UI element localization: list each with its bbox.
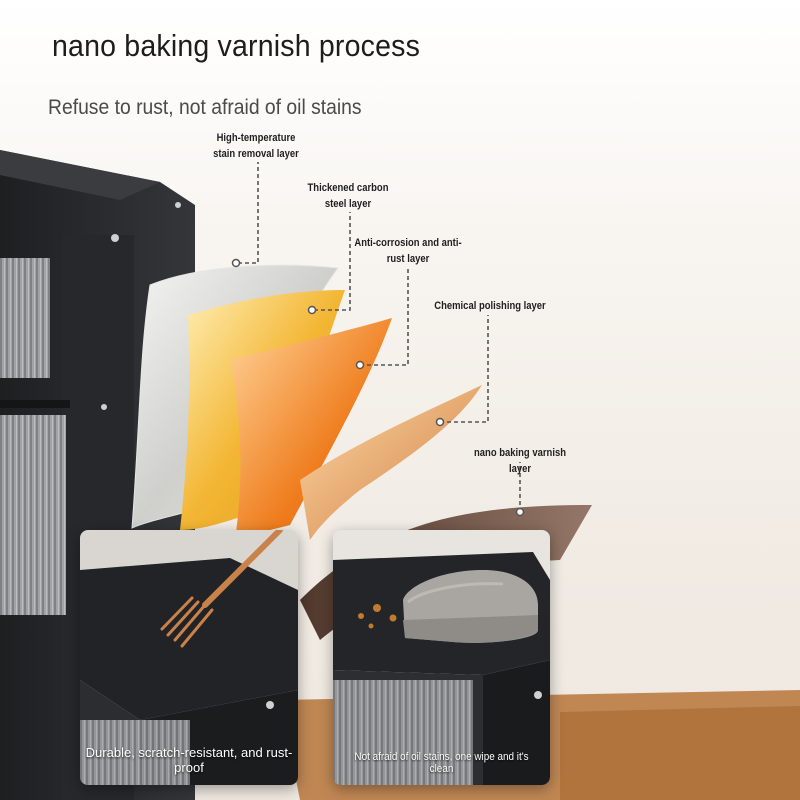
layer-sheet-orange	[230, 318, 392, 540]
callout-lines	[238, 162, 521, 512]
feature-card-oil-stain: Not afraid of oil stains, one wipe and i…	[333, 530, 550, 785]
card-caption-oil: Not afraid of oil stains, one wipe and i…	[354, 751, 529, 775]
callout-polishing-layer: Chemical polishing layer	[434, 300, 546, 312]
card-caption-scratch: Durable, scratch-resistant, and rust-pro…	[85, 745, 293, 775]
card-oil-image	[333, 530, 550, 785]
oil-drops-icon	[358, 604, 397, 629]
callout-carbon-steel-layer: Thickened carbon steel layer	[307, 182, 389, 210]
callout-stain-removal-layer: High-temperature stain removal layer	[213, 132, 299, 160]
towel-icon	[403, 570, 538, 643]
callout-anti-rust-layer: Anti-corrosion and anti-rust layer	[354, 237, 462, 265]
page-title: nano baking varnish process	[52, 28, 421, 63]
callout-dots	[231, 258, 525, 517]
fork-icon	[160, 530, 283, 648]
callout-varnish-layer: nano baking varnish layer	[474, 447, 566, 475]
card-scratch-image	[80, 530, 298, 785]
page-subtitle: Refuse to rust, not afraid of oil stains	[48, 96, 362, 119]
feature-card-scratch-resistant: Durable, scratch-resistant, and rust-pro…	[80, 530, 298, 785]
